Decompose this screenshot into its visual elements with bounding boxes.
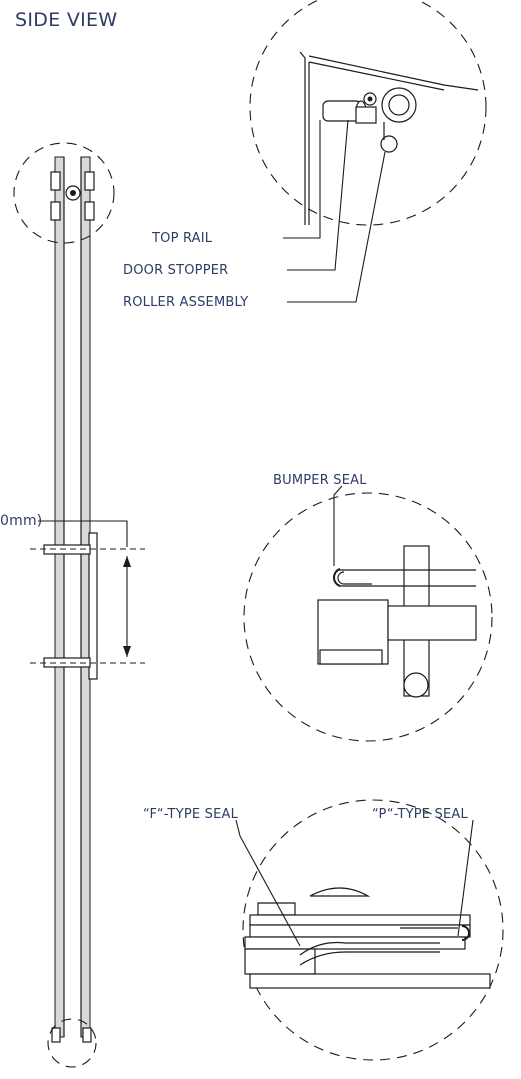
door-handle <box>30 532 145 680</box>
label-bumper-seal: BUMPER SEAL <box>273 473 367 488</box>
top-roller-hardware <box>50 171 95 221</box>
label-door-stopper: DOOR STOPPER <box>123 263 229 278</box>
label-roller-assembly: ROLLER ASSEMBLY <box>123 295 249 310</box>
top-rail-bar <box>322 100 362 122</box>
detail-top-rail <box>249 0 487 303</box>
label-f-type-seal: “F“-TYPE SEAL <box>143 807 239 822</box>
rod-end-icon <box>403 672 429 698</box>
label-p-type-seal: “P“-TYPE SEAL <box>372 807 468 822</box>
door-stopper-block <box>355 106 377 124</box>
detail-circle-bottom <box>47 1018 97 1068</box>
label-top-rail: TOP RAIL <box>152 231 213 246</box>
dimension-line <box>38 520 131 657</box>
view-title: SIDE VIEW <box>15 9 118 31</box>
detail-seals <box>235 799 504 1061</box>
label-dimension: 0mm) <box>0 513 43 529</box>
glass-panel-left <box>54 156 65 1038</box>
bottom-guide <box>51 1027 92 1043</box>
door-elevation <box>13 142 145 1068</box>
detail-circle-top <box>13 142 115 244</box>
detail-bumper-seal <box>243 485 493 742</box>
